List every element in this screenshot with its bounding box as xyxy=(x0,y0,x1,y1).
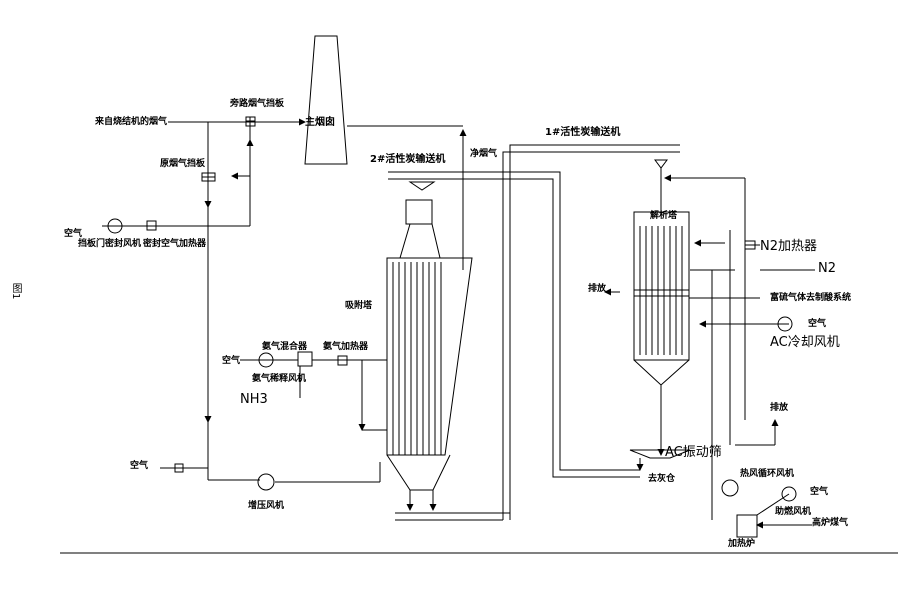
bypass-damper-label: 旁路烟气挡板 xyxy=(230,99,285,109)
seal-fan-symbol xyxy=(107,218,123,234)
hot-air-fan-label: 热风循环风机 xyxy=(740,469,795,479)
air-left-label: 空气 xyxy=(64,229,83,239)
hot-air-fan-symbol xyxy=(721,479,739,497)
ammonia-dilution-fan-symbol xyxy=(258,352,274,368)
seal-air-heater-label: 密封空气加热器 xyxy=(143,239,207,249)
conveyor-2-rail-a xyxy=(388,171,640,471)
air-inlet-damper-symbol xyxy=(174,463,184,473)
exhaust-1-label: 排放 xyxy=(588,284,607,294)
nh3-label: NH3 xyxy=(240,392,268,407)
conveyor-1-rail-a xyxy=(509,144,680,520)
combustion-fan-symbol xyxy=(781,486,797,502)
desorber-tower xyxy=(633,211,690,361)
raw-flue-damper-label: 原烟气挡板 xyxy=(160,159,206,169)
adsorber-tubes xyxy=(392,262,442,455)
ac-screen-label: AC振动筛 xyxy=(665,445,722,460)
n2-heater-label: N2加热器 xyxy=(760,239,817,254)
to-ash-bin-label: 去灰仓 xyxy=(648,474,676,484)
ac-cooling-fan-symbol xyxy=(777,316,793,332)
ac-cooling-fan-label: AC冷却风机 xyxy=(770,335,840,350)
n2-label: N2 xyxy=(818,261,836,276)
conveyor-2-rail-b xyxy=(388,178,640,478)
heating-furnace-symbol xyxy=(736,514,758,538)
desorber-hopper xyxy=(633,359,690,386)
desorber-label: 解析塔 xyxy=(650,211,678,221)
main-chimney xyxy=(304,35,348,165)
conveyor-1-label: 1#活性炭输送机 xyxy=(545,127,621,138)
so2-gas-label: 富硫气体去制酸系统 xyxy=(770,293,852,303)
ammonia-mixer-symbol xyxy=(297,351,313,367)
booster-fan-symbol xyxy=(257,473,275,491)
conveyor-1-rail-b xyxy=(502,151,680,520)
ammonia-mixer-label: 氨气混合器 xyxy=(262,342,308,352)
desorber-tubes xyxy=(634,226,689,355)
bf-gas-label: 高炉煤气 xyxy=(812,518,849,528)
exhaust-2-label: 排放 xyxy=(770,403,789,413)
booster-fan-label: 增压风机 xyxy=(248,501,285,511)
adsorber-feed-bin xyxy=(405,199,433,225)
air-ac-label: 空气 xyxy=(808,319,827,329)
adsorber-label: 吸附塔 xyxy=(345,301,373,311)
seal-air-heater-symbol xyxy=(146,220,157,231)
main-chimney-label: 主烟囱 xyxy=(305,117,335,128)
air-booster-label: 空气 xyxy=(130,461,149,471)
ammonia-heater-label: 氨气加热器 xyxy=(323,342,369,352)
ammonia-heater-symbol xyxy=(337,355,348,366)
air-combustion-label: 空气 xyxy=(810,487,829,497)
seal-fan-label: 挡板门密封风机 xyxy=(78,239,142,249)
conveyor-2-label: 2#活性炭输送机 xyxy=(370,154,446,165)
adsorber-tower xyxy=(386,257,473,456)
combustion-fan-label: 助燃风机 xyxy=(775,507,812,517)
heating-furnace-label: 加热炉 xyxy=(728,539,756,549)
adsorber-hopper xyxy=(386,454,451,491)
flue-source-label: 来自烧结机的烟气 xyxy=(95,117,168,127)
clean-flue-label: 净烟气 xyxy=(470,149,498,159)
figure-caption: 图1 xyxy=(10,283,21,300)
air-nh3-label: 空气 xyxy=(222,356,241,366)
ac-screen-symbol xyxy=(629,449,691,459)
ammonia-dilution-fan-label: 氨气稀释风机 xyxy=(252,374,307,384)
